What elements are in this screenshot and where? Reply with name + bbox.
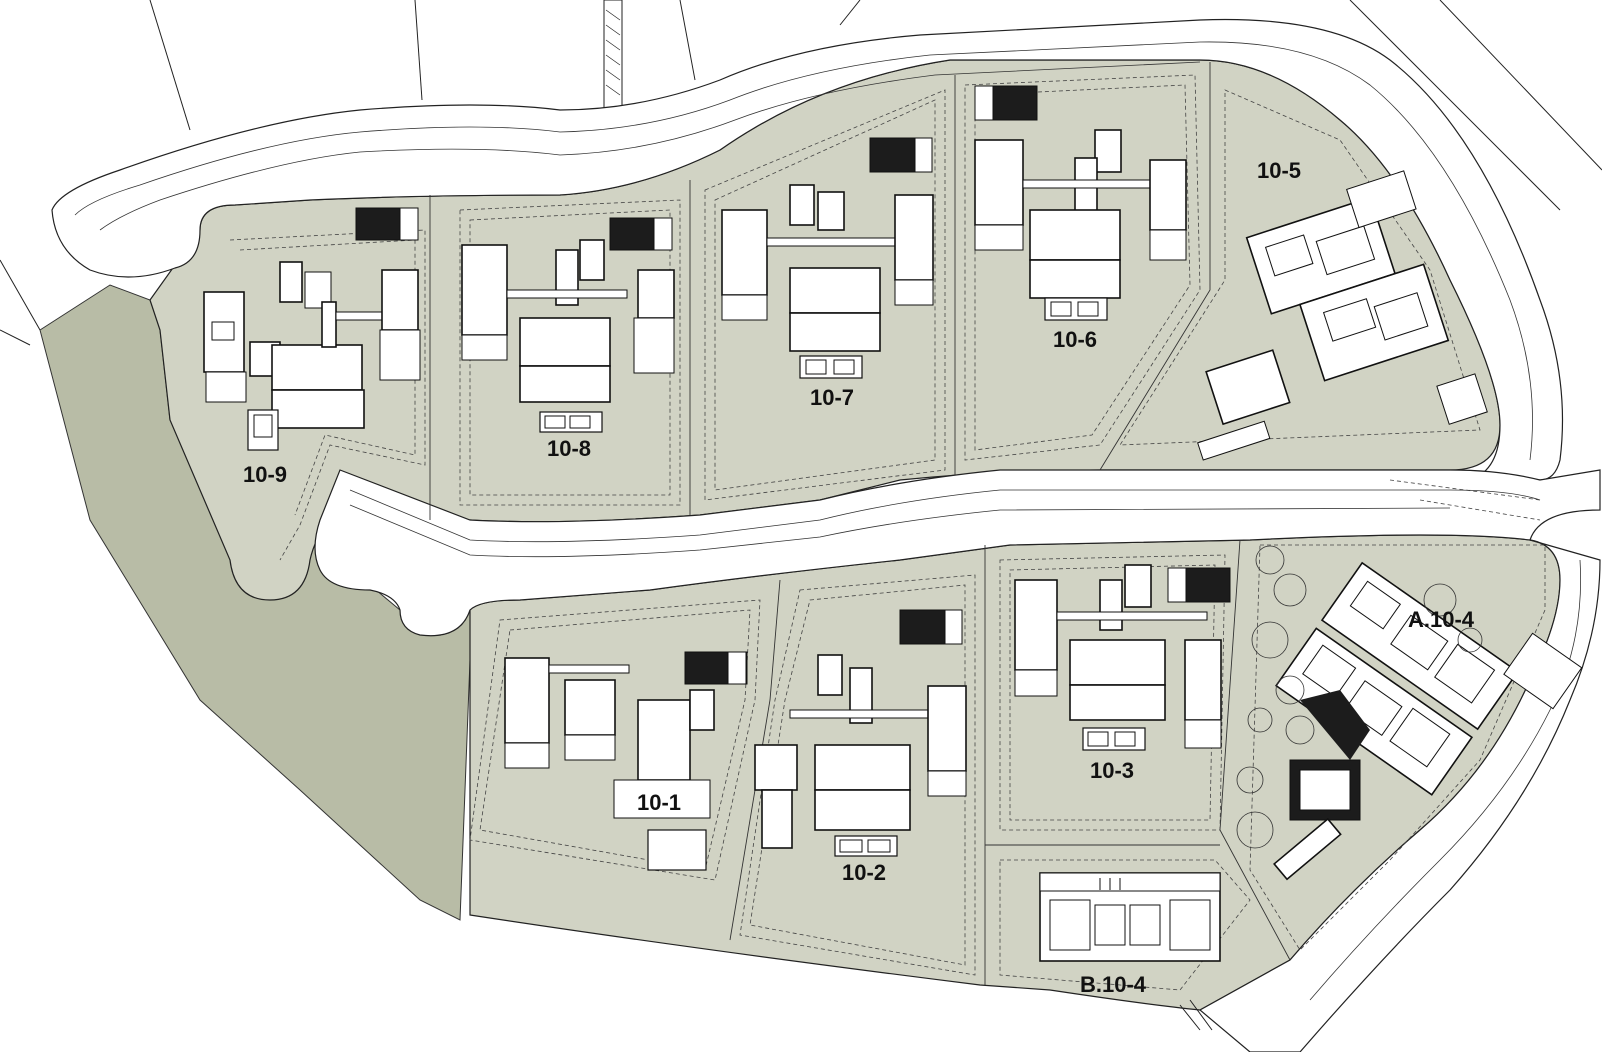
lot-lines <box>229 62 1546 991</box>
property-lines <box>0 0 1602 346</box>
house-10-2 <box>754 609 967 857</box>
lot-label-10-7: 10-7 <box>810 385 854 410</box>
lot-label-10-5: 10-5 <box>1257 158 1301 183</box>
lot-label-10-8: 10-8 <box>547 436 591 461</box>
house-10-8 <box>461 217 675 433</box>
house-10-3 <box>1014 564 1231 751</box>
hatched-wall <box>603 0 623 111</box>
building-a-10-4 <box>1236 545 1583 881</box>
building-10-5 <box>1197 170 1488 461</box>
house-10-6 <box>974 85 1187 321</box>
lot-label-10-2: 10-2 <box>842 860 886 885</box>
lot-label-a-10-4: A.10-4 <box>1408 607 1475 632</box>
building-b-10-4 <box>1039 872 1221 962</box>
house-10-1 <box>504 651 748 871</box>
house-10-7 <box>721 137 934 379</box>
access-lines <box>1179 999 1213 1031</box>
house-10-9 <box>203 207 421 451</box>
lot-label-10-3: 10-3 <box>1090 758 1134 783</box>
lot-label-10-1: 10-1 <box>637 790 681 815</box>
lot-label-10-6: 10-6 <box>1053 327 1097 352</box>
top-road <box>51 18 1564 481</box>
lot-label-10-9: 10-9 <box>243 462 287 487</box>
middle-road <box>314 469 1601 637</box>
lot-label-b-10-4: B.10-4 <box>1080 972 1147 997</box>
